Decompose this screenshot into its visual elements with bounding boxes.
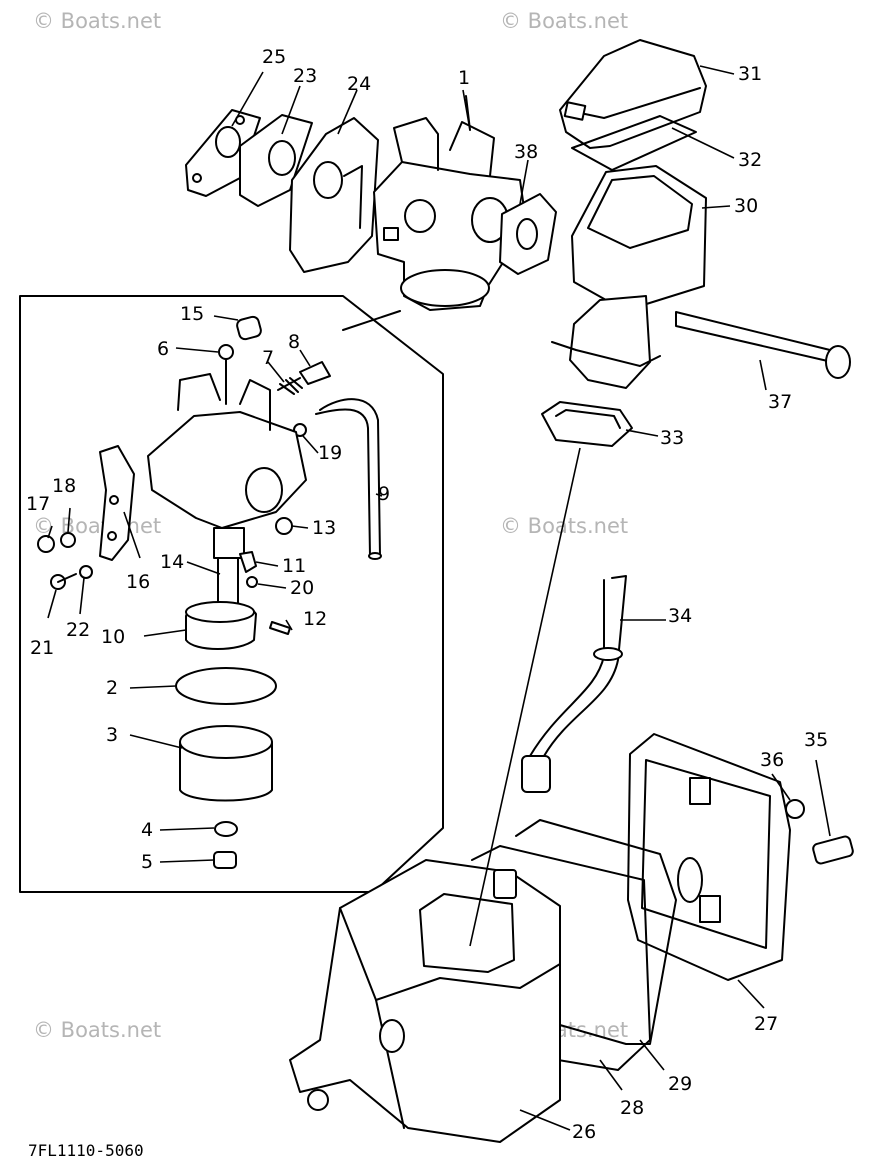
screw-6: [218, 344, 234, 405]
callout-1: 1: [458, 67, 470, 89]
fuel-hose-9: [315, 398, 382, 560]
callout-20: 20: [290, 577, 314, 599]
float-10: [185, 601, 257, 650]
watermark: © Boats.net: [33, 1018, 161, 1042]
carburetor-detail-inset-frame: [19, 295, 444, 893]
callout-11: 11: [282, 555, 306, 577]
callout-14: 14: [160, 551, 184, 573]
cover-31: [559, 39, 707, 149]
gasket-38: [499, 193, 557, 275]
bolt-35: [812, 835, 854, 865]
callout-33: 33: [660, 427, 684, 449]
drain-screw-5: [213, 851, 237, 869]
callout-22: 22: [66, 619, 90, 641]
carburetor-assembly-1: [373, 95, 529, 311]
callout-23: 23: [293, 65, 317, 87]
callout-27: 27: [754, 1013, 778, 1035]
callout-38: 38: [514, 141, 538, 163]
callout-labels: 1 2 3 4 5 6 7 8 9 10 11 12 13 14 15 16 1…: [26, 46, 828, 1143]
callout-16: 16: [126, 571, 150, 593]
bolt-37: [675, 311, 851, 379]
watermark: © Boats.net: [500, 9, 628, 33]
fuel-tank-26: [289, 859, 561, 1143]
callout-36: 36: [760, 749, 784, 771]
callout-35: 35: [804, 729, 828, 751]
drawing-code: 7FL1110-5060: [28, 1141, 144, 1160]
callout-10: 10: [101, 626, 125, 648]
watermark: © Boats.net: [33, 514, 161, 538]
seal-32: [571, 115, 697, 171]
fuel-hose-34: [521, 575, 627, 793]
gasket-29: [507, 819, 677, 1045]
callout-2: 2: [106, 677, 118, 699]
callout-31: 31: [738, 63, 762, 85]
washer-22: [79, 565, 93, 579]
washer-18: [60, 532, 76, 548]
spring-7: [277, 377, 303, 395]
gasket-25: [185, 109, 261, 197]
pin-12: [269, 621, 291, 635]
screw-8: [299, 361, 331, 385]
callout-34: 34: [668, 605, 692, 627]
plug-13: [275, 517, 293, 535]
callout-24: 24: [347, 73, 371, 95]
callout-18: 18: [52, 475, 76, 497]
callout-21: 21: [30, 637, 54, 659]
callout-3: 3: [106, 724, 118, 746]
callout-4: 4: [141, 819, 153, 841]
callout-28: 28: [620, 1097, 644, 1119]
watermark: © Boats.net: [33, 9, 161, 33]
gasket-4: [214, 821, 238, 837]
lever-16: [99, 445, 135, 561]
callout-8: 8: [288, 331, 300, 353]
callout-17: 17: [26, 493, 50, 515]
callout-32: 32: [738, 149, 762, 171]
callout-19: 19: [318, 442, 342, 464]
callout-9: 9: [378, 483, 390, 505]
callout-12: 12: [303, 608, 327, 630]
callout-26: 26: [572, 1121, 596, 1143]
screw-21: [50, 573, 77, 590]
callout-25: 25: [262, 46, 286, 68]
callout-6: 6: [157, 338, 169, 360]
callout-30: 30: [734, 195, 758, 217]
clip-20: [246, 576, 258, 588]
callout-13: 13: [312, 517, 336, 539]
gasket-28: [471, 845, 651, 1071]
callout-5: 5: [141, 851, 153, 873]
callout-37: 37: [768, 391, 792, 413]
float-chamber-3: [179, 725, 273, 802]
callout-29: 29: [668, 1073, 692, 1095]
insulator-23: [239, 114, 313, 207]
pilot-screw-15: [236, 315, 262, 341]
plate-24: [289, 117, 379, 273]
tank-cover-27: [627, 733, 791, 981]
callout-7: 7: [262, 347, 274, 369]
gasket-2: [175, 667, 277, 705]
callout-15: 15: [180, 303, 204, 325]
silencer-30: [551, 165, 707, 389]
leader-lines: [47, 65, 831, 1131]
washer-36: [785, 799, 805, 819]
carburetor-body-detail: [147, 373, 307, 559]
needle-11: [239, 551, 257, 573]
seal-33: [541, 401, 633, 447]
screw-17: [37, 535, 55, 553]
